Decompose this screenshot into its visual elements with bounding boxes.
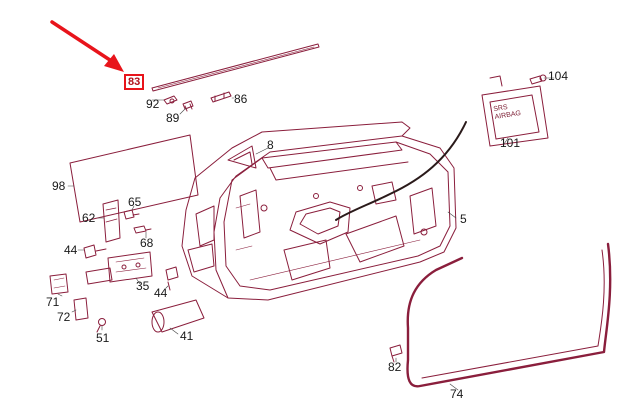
callout-98[interactable]: 98 <box>52 179 66 193</box>
callout-51[interactable]: 51 <box>96 331 110 345</box>
callout-104[interactable]: 104 <box>548 69 569 83</box>
airbag-cable <box>335 121 467 221</box>
callout-5[interactable]: 5 <box>460 212 467 226</box>
callout-71[interactable]: 71 <box>46 295 60 309</box>
bolt-44-upper <box>83 244 107 259</box>
callout-82[interactable]: 82 <box>388 360 402 374</box>
bolt-65 <box>123 209 140 220</box>
callout-74[interactable]: 74 <box>450 387 464 401</box>
screw-51 <box>96 318 106 333</box>
weatherstrip-seal-74 <box>406 242 612 388</box>
belt-moulding-strip <box>151 43 320 92</box>
hinge-35 <box>85 251 153 285</box>
callout-65[interactable]: 65 <box>128 195 142 209</box>
clip-86 <box>210 91 232 103</box>
door-shell-5 <box>181 121 457 301</box>
bracket-62 <box>102 199 121 243</box>
mirror-mount-8 <box>227 145 257 169</box>
red-arrow <box>50 20 124 72</box>
clip-92 <box>163 95 178 105</box>
fastener-104 <box>529 74 547 85</box>
callout-72[interactable]: 72 <box>57 310 71 324</box>
callout-62[interactable]: 62 <box>82 211 96 225</box>
door-handle-41 <box>151 299 205 333</box>
callout-101[interactable]: 101 <box>500 136 521 150</box>
callout-92[interactable]: 92 <box>146 97 160 111</box>
bolt-44-lower <box>165 266 179 291</box>
callout-83-highlighted[interactable]: 83 <box>124 74 145 90</box>
push-clip-82 <box>389 344 403 363</box>
latch-71 <box>49 273 69 295</box>
callout-68[interactable]: 68 <box>140 236 154 250</box>
check-strap-72 <box>73 297 89 321</box>
weatherstrip-seal-74-inner <box>421 249 605 379</box>
callout-44-lower[interactable]: 44 <box>154 286 168 300</box>
airbag-module-101 <box>481 75 549 147</box>
callout-89[interactable]: 89 <box>166 111 180 125</box>
clip-89 <box>182 100 194 112</box>
vapor-barrier-98 <box>69 134 199 223</box>
callout-41[interactable]: 41 <box>180 329 194 343</box>
callout-44-upper[interactable]: 44 <box>64 243 78 257</box>
callout-8[interactable]: 8 <box>267 138 274 152</box>
callout-35[interactable]: 35 <box>136 279 150 293</box>
callout-86[interactable]: 86 <box>234 92 248 106</box>
bolt-68 <box>133 225 152 234</box>
